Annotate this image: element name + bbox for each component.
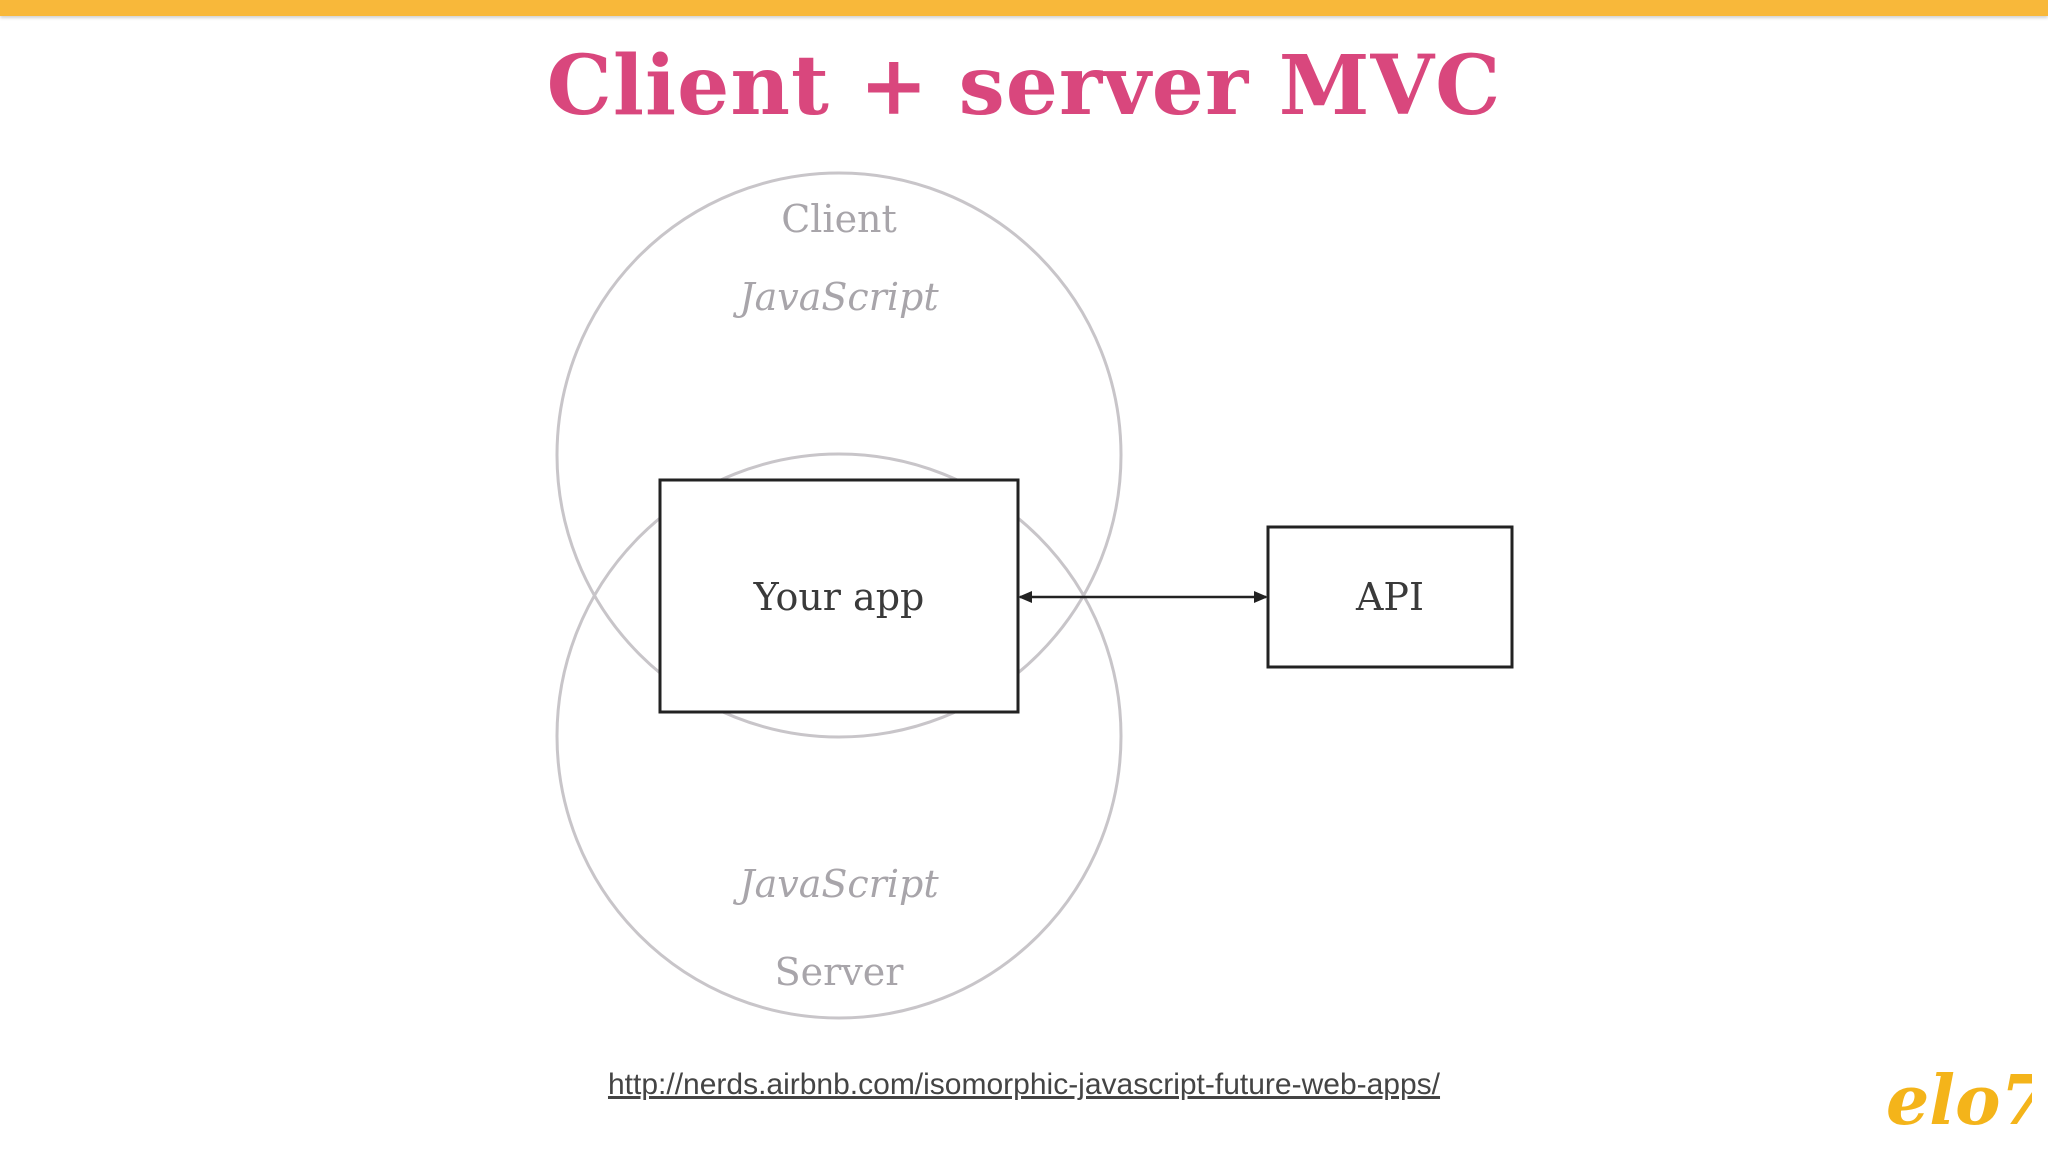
client-circle bbox=[555, 171, 1123, 739]
logo-wordmark: elo7 bbox=[1886, 1061, 2032, 1140]
slide-title: Client + server MVC bbox=[546, 38, 1502, 134]
server-circle bbox=[555, 452, 1123, 1020]
server-circle-title: Server bbox=[775, 950, 905, 994]
api-label: API bbox=[1355, 575, 1424, 619]
client-circle-title: Client bbox=[781, 197, 897, 241]
client-circle-language: JavaScript bbox=[732, 275, 939, 319]
top-accent-bar bbox=[0, 0, 2048, 16]
your-app-label: Your app bbox=[753, 575, 925, 619]
source-link[interactable]: http://nerds.airbnb.com/isomorphic-javas… bbox=[607, 1068, 1441, 1101]
api-box bbox=[1266, 525, 1514, 669]
server-circle-language: JavaScript bbox=[732, 862, 939, 906]
your-app-box bbox=[658, 478, 1020, 714]
elo7-logo: elo7 bbox=[1886, 1061, 2032, 1140]
